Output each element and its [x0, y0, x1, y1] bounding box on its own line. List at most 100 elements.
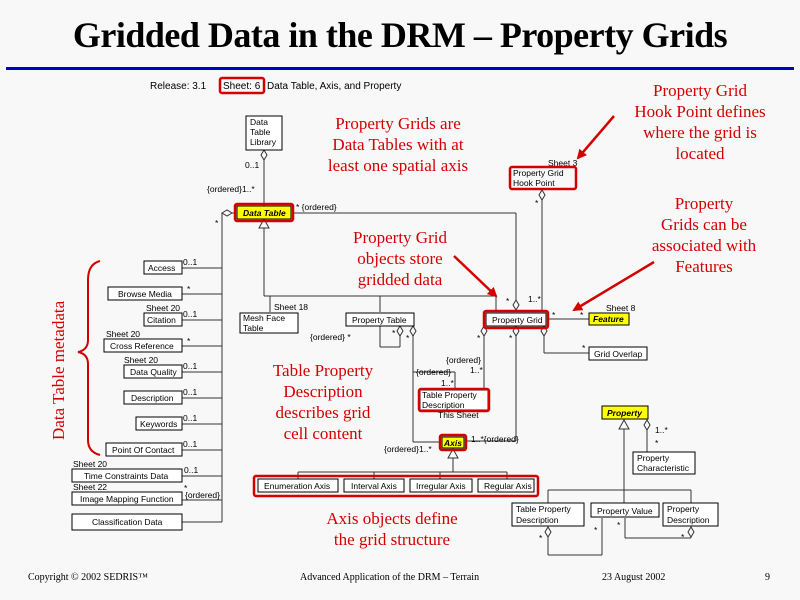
svg-text:Library: Library	[250, 137, 277, 147]
svg-text:Sheet 8: Sheet 8	[606, 303, 636, 313]
svg-text:Property: Property	[607, 408, 643, 418]
class-regular-axis: Regular Axis	[484, 481, 532, 491]
mult-label: 1..*	[470, 365, 483, 375]
annotation-features: Property Grids can be associated with Fe…	[652, 194, 757, 276]
svg-text:Cross Reference: Cross Reference	[110, 341, 174, 351]
class-property-value: Property Value	[590, 502, 660, 518]
annotation-tpd: Table Property Description describes gri…	[273, 361, 374, 443]
svg-text:Citation: Citation	[147, 315, 176, 325]
sheet-label: Sheet: 6	[223, 81, 261, 92]
class-data-table-library: Data Table Library	[245, 115, 283, 151]
svg-text:Hook Point defines: Hook Point defines	[634, 102, 765, 121]
svg-text:Classification Data: Classification Data	[92, 517, 163, 527]
svg-text:Characteristic: Characteristic	[637, 463, 690, 473]
svg-text:Feature: Feature	[593, 314, 624, 324]
svg-text:Table Property: Table Property	[516, 504, 572, 514]
svg-text:Table: Table	[243, 323, 264, 333]
footer-title: Advanced Application of the DRM – Terrai…	[300, 572, 480, 583]
mult-label: 1..*	[441, 378, 454, 388]
svg-text:Property: Property	[667, 504, 700, 514]
svg-text:0..1: 0..1	[183, 361, 197, 371]
svg-text:Features: Features	[675, 257, 733, 276]
arrow-store	[453, 255, 498, 298]
class-browse-media: Browse Media *	[107, 284, 191, 301]
class-image-mapping-function: Sheet 22 Image Mapping Function * {order…	[71, 482, 220, 506]
mult-label: {ordered}1..*	[207, 184, 255, 194]
svg-text:0..1: 0..1	[183, 257, 197, 267]
mult-label: *	[477, 333, 481, 343]
class-access: Access 0..1	[143, 257, 197, 275]
class-time-constraints: Sheet 20 Time Constraints Data 0..1	[71, 459, 198, 483]
connectors	[182, 149, 695, 556]
svg-text:Property: Property	[637, 453, 670, 463]
class-property-description: Property Description	[662, 502, 719, 527]
class-keywords: Keywords 0..1	[135, 413, 197, 431]
class-description: Description 0..1	[123, 387, 197, 405]
svg-text:located: located	[675, 144, 725, 163]
class-citation: Sheet 20 Citation 0..1	[143, 303, 197, 327]
mult-label: *	[594, 525, 598, 535]
release-label: Release: 3.1	[150, 81, 207, 92]
mult-label: 1..*	[528, 294, 541, 304]
svg-text:Keywords: Keywords	[140, 419, 177, 429]
svg-text:Property Grid: Property Grid	[653, 81, 747, 100]
svg-text:Access: Access	[148, 263, 175, 273]
class-axis: Axis	[438, 433, 468, 452]
axis-subclasses: Enumeration Axis Interval Axis Irregular…	[252, 474, 540, 498]
mult-label: *	[681, 532, 685, 542]
svg-text:Table Property: Table Property	[273, 361, 374, 380]
svg-text:{ordered}: {ordered}	[185, 490, 220, 500]
svg-text:*: *	[187, 284, 191, 294]
mult-label: *	[617, 520, 621, 530]
svg-text:Grid Overlap: Grid Overlap	[594, 349, 642, 359]
svg-text:Image Mapping Function: Image Mapping Function	[80, 494, 174, 504]
svg-text:cell content: cell content	[284, 424, 363, 443]
mult-label: *	[535, 198, 539, 208]
class-table-property-description: Table Property Description This Sheet	[417, 387, 491, 420]
mult-label: *	[215, 218, 219, 228]
svg-text:Property Grids are: Property Grids are	[335, 114, 461, 133]
svg-text:associated with: associated with	[652, 236, 757, 255]
svg-text:describes grid: describes grid	[276, 403, 371, 422]
class-data-quality: Sheet 20 Data Quality 0..1	[123, 355, 197, 379]
class-hook-point: Sheet 3 Property Grid Hook Point	[508, 158, 578, 191]
mult-label: * {ordered}	[296, 202, 337, 212]
class-interval-axis: Interval Axis	[351, 481, 397, 491]
mult-label: *	[552, 310, 556, 320]
annotation-metadata: Data Table metadata	[49, 300, 68, 440]
svg-text:Property Table: Property Table	[352, 315, 407, 325]
svg-text:Axis: Axis	[443, 438, 462, 448]
svg-text:Property: Property	[675, 194, 734, 213]
annotation-axis: Axis objects define the grid structure	[326, 509, 457, 549]
class-data-table: Data Table	[233, 202, 295, 223]
svg-text:Sheet 20: Sheet 20	[106, 329, 140, 339]
mult-label: {ordered} *	[310, 332, 351, 342]
svg-text:Axis objects define: Axis objects define	[326, 509, 457, 528]
class-property-grid: Property Grid	[482, 309, 550, 330]
mult-label: 1..*{ordered}	[471, 434, 519, 444]
svg-text:*: *	[184, 483, 188, 493]
class-classification-data: Classification Data	[71, 513, 183, 531]
footer-page: 9	[765, 572, 770, 583]
footer-date: 23 August 2002	[602, 572, 666, 583]
mult-label: {ordered}1..*	[384, 444, 432, 454]
svg-text:*: *	[582, 343, 586, 353]
svg-text:Sheet 3: Sheet 3	[548, 158, 578, 168]
annotation-store: Property Grid objects store gridded data	[353, 228, 447, 289]
svg-text:Property Value: Property Value	[597, 506, 653, 516]
svg-text:Data: Data	[250, 117, 268, 127]
annotation-spatial-axis: Property Grids are Data Tables with at l…	[328, 114, 468, 175]
class-table-property-description-2: Table Property Description	[511, 502, 585, 527]
mult-label: *	[655, 438, 659, 448]
sheet-highlight	[218, 76, 266, 95]
svg-text:Mesh Face: Mesh Face	[243, 313, 285, 323]
svg-text:Description: Description	[667, 515, 710, 525]
svg-text:0..1: 0..1	[183, 413, 197, 423]
svg-text:0..1: 0..1	[183, 387, 197, 397]
svg-text:0..1: 0..1	[184, 465, 198, 475]
svg-text:This Sheet: This Sheet	[438, 410, 479, 420]
svg-text:Table: Table	[250, 127, 271, 137]
arrow-hook-point	[576, 115, 615, 160]
svg-text:least one spatial axis: least one spatial axis	[328, 156, 468, 175]
